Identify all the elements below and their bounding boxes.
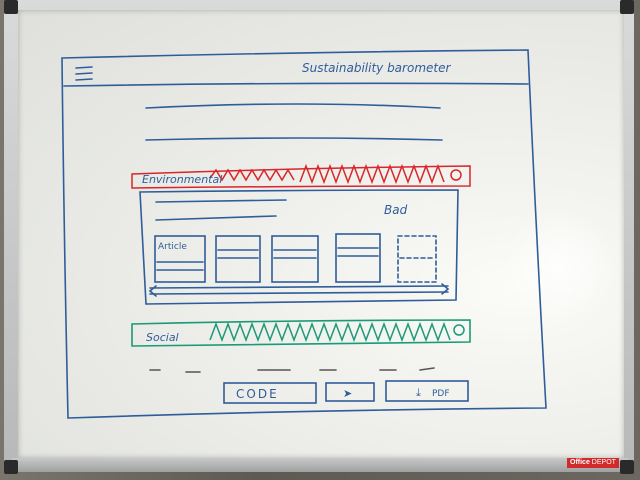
frame-corner [4,0,18,14]
expand-social-icon [453,324,465,336]
article-card[interactable] [335,233,381,283]
sketch-title: Sustainability barometer [302,61,451,75]
sketch-text-line [145,103,441,109]
sketch-text-line [155,199,287,203]
sketch-text-line [155,215,277,221]
marker-tray [12,458,628,472]
sketch-header-divider [63,82,529,87]
expand-environmental-icon [450,169,462,181]
article-card-placeholder[interactable] [397,235,437,283]
code-button-outline [223,382,317,404]
sketch-detail-panel [139,189,459,305]
environmental-label[interactable]: Environmental [142,173,222,186]
code-button[interactable]: CODE [236,387,279,401]
environmental-bar[interactable] [131,163,471,189]
pagination-dots[interactable] [149,367,435,373]
pdf-button[interactable]: PDF [432,389,450,399]
pdf-button-outline [385,380,469,402]
share-button-outline [325,382,375,402]
horizontal-scrollbar[interactable] [148,283,450,297]
brand-logo: Office DEPOT [567,458,619,468]
download-icon: ⤓ [416,386,421,399]
article-card[interactable] [215,235,261,283]
sketch-window-frame [61,49,547,419]
social-bar[interactable] [209,321,465,343]
hamburger-menu-icon[interactable] [75,66,93,81]
panel-status-label: Bad [384,203,408,217]
frame-corner [4,460,18,474]
article-card[interactable] [154,235,206,283]
social-label[interactable]: Social [146,331,179,344]
frame-corner [620,0,634,14]
card-label: Article [158,242,187,252]
social-bar-outline [131,319,471,347]
frame-corner [620,460,634,474]
share-button[interactable]: ➤ [343,387,352,400]
sketch-text-line [145,137,443,141]
article-card[interactable] [271,235,319,283]
